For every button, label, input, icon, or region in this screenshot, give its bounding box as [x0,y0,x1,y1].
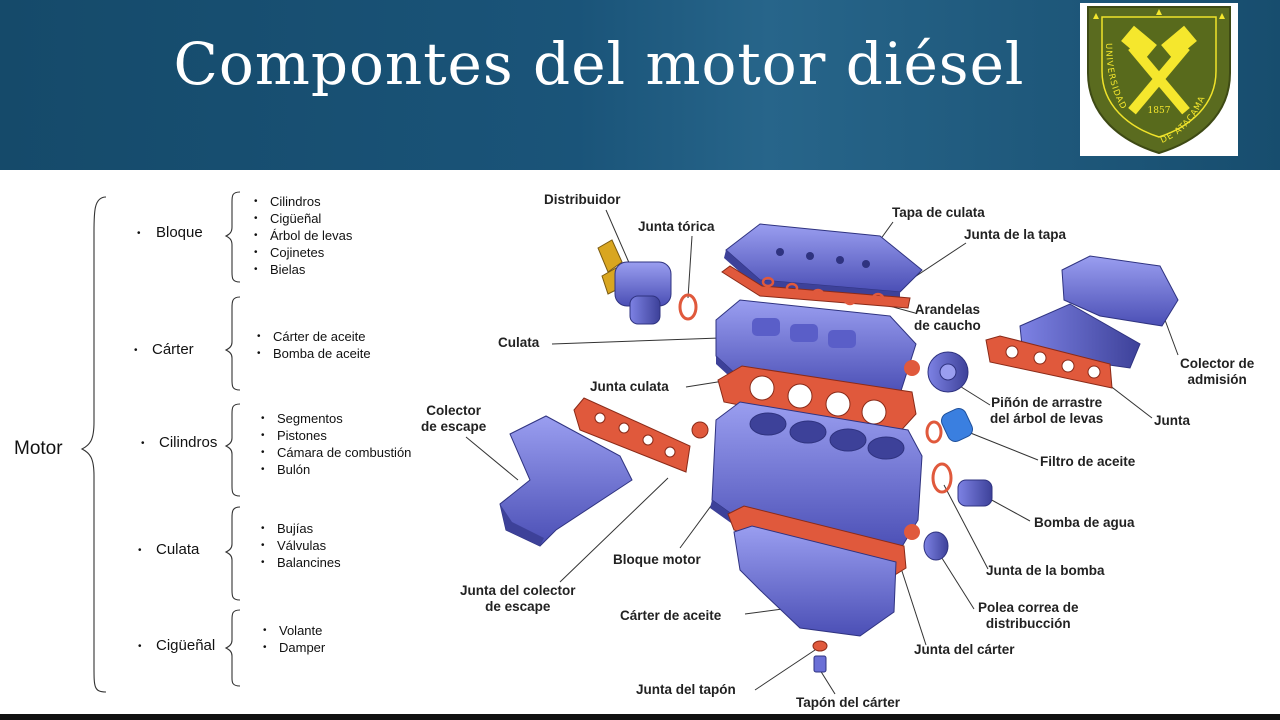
rubber-washers-part [761,276,885,306]
content-area: Motor • Bloque • Cilindros • Cigüeñal • … [0,172,1280,718]
engine-exploded-diagram [465,209,1179,695]
label-pinon: Piñón de arrastre del árbol de levas [990,395,1104,426]
oil-filter-part [925,408,973,444]
tree-item: Bulón [277,462,311,477]
tree-group-culata: Culata [156,541,200,558]
label-junta: Junta [1154,413,1191,428]
label-distribuidor: Distribuidor [544,192,621,207]
tree-item: Volante [279,623,323,638]
tree-item: Válvulas [277,538,327,553]
tree-item: Damper [279,640,326,655]
label-bloque-motor: Bloque motor [613,552,701,567]
tree-group-bloque: Bloque [156,224,203,241]
label-tapon-carter: Tapón del cárter [796,695,901,710]
tree-group-ciguenal: Cigüeñal [156,637,216,654]
tree-group-carter: Cárter [152,341,194,358]
tree-item: Bielas [270,262,306,277]
svg-text:1857: 1857 [1148,106,1171,116]
oil-pan-part [733,525,897,637]
tree-item: Segmentos [277,411,343,426]
label-polea: Polea correa de distribucción [978,600,1079,631]
label-junta-carter: Junta del cárter [914,642,1015,657]
label-arandelas: Arandelas de caucho [914,302,981,333]
label-tapa-culata: Tapa de culata [892,205,985,220]
leader-lines [465,209,1179,695]
exhaust-manifold-part [499,415,633,547]
o-ring-part [678,293,698,321]
tree-item: Pistones [277,428,327,443]
label-carter-aceite: Cárter de aceite [620,608,722,623]
tree-group-cilindros: Cilindros [159,434,218,451]
tree-item: Cojinetes [270,245,325,260]
camshaft-sprocket-part [927,351,969,393]
label-junta-culata: Junta culata [590,379,669,394]
label-culata: Culata [498,335,540,350]
label-junta-tapon: Junta del tapón [636,682,736,697]
tree-braces [80,191,241,693]
bottom-bar [0,714,1280,720]
distributor-part [597,239,672,325]
label-junta-colector: Junta del colector de escape [460,583,576,614]
label-bomba-agua: Bomba de agua [1034,515,1135,530]
label-colector-escape: Colector de escape [421,403,487,434]
slide-title: Compontes del motor diésel [173,30,1025,98]
header-banner: Compontes del motor diésel 1857 UNIVERSI… [0,0,1280,170]
timing-pulley-part [923,531,949,561]
drain-plug-gasket-part [812,640,828,652]
tree-item: Cilindros [270,194,321,209]
university-logo: 1857 UNIVERSIDAD DE ATACAMA [1080,3,1238,156]
drain-plug-part [813,655,827,673]
tree-item: Cigüeñal [270,211,322,226]
tree-item: Árbol de levas [270,228,353,243]
tree-item: Balancines [277,555,341,570]
cover-gasket-part [721,265,911,309]
label-junta-bomba: Junta de la bomba [986,563,1105,578]
tree-root: Motor [14,438,63,459]
label-filtro: Filtro de aceite [1040,454,1136,469]
tree-item: Cámara de combustión [277,445,412,460]
crossed-hammers-emblem-icon: 1857 UNIVERSIDAD DE ATACAMA [1087,6,1231,155]
water-pump-part [931,462,993,507]
label-junta-torica: Junta tórica [638,219,715,234]
tree-item: Bomba de aceite [273,346,371,361]
tree-item: Cárter de aceite [273,329,366,344]
label-colector-admision: Colector de admisión [1180,356,1255,387]
label-junta-tapa: Junta de la tapa [964,227,1067,242]
tree-item: Bujías [277,521,314,536]
